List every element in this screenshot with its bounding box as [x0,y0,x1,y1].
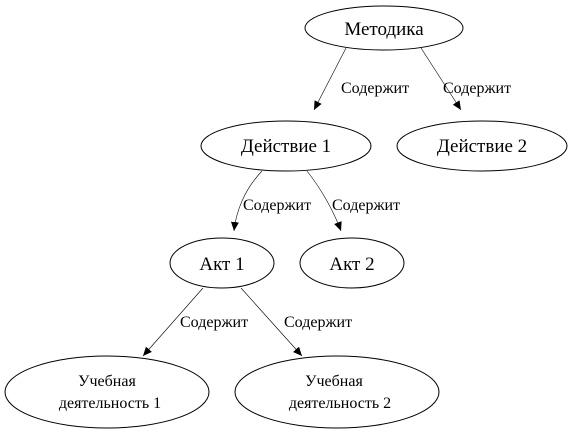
edge-label-action1-act2: Содержит [332,197,400,214]
edge-act1-learning2: Содержит [240,287,352,357]
node-learning1: Учебная деятельность 1 [4,355,210,429]
edge-label-action1-act1: Содержит [243,197,311,214]
node-metodika: Методика [304,5,464,51]
edge-label-act1-learning2: Содержит [284,314,352,331]
node-action2: Действие 2 [396,120,568,172]
edge-label-act1-learning1: Содержит [180,314,248,331]
edge-metodika-action1: Содержит [313,47,409,111]
edge-label-metodika-action1: Содержит [341,80,409,97]
edge-label-metodika-action2: Содержит [443,80,511,97]
node-label-learning2-line2: деятельность 2 [289,395,391,412]
edge-metodika-action2: Содержит [420,47,511,111]
node-label-learning2-line1: Учебная [305,373,363,390]
edge-act1-learning1: Содержит [142,287,248,357]
node-label-learning1-line1: Учебная [78,373,136,390]
node-label-act2: Акт 2 [329,254,374,275]
edge-action1-act1: Содержит [230,170,311,232]
node-label-action2: Действие 2 [437,136,527,157]
node-learning2: Учебная деятельность 2 [234,355,440,429]
node-label-action1: Действие 1 [241,136,331,157]
node-action1: Действие 1 [200,120,372,172]
node-label-act1: Акт 1 [199,254,244,275]
node-label-learning1-line2: деятельность 1 [59,395,161,412]
edge-action1-act2: Содержит [306,170,400,232]
node-act1: Акт 1 [169,237,275,289]
node-label-metodika: Методика [344,19,424,40]
node-act2: Акт 2 [299,237,405,289]
